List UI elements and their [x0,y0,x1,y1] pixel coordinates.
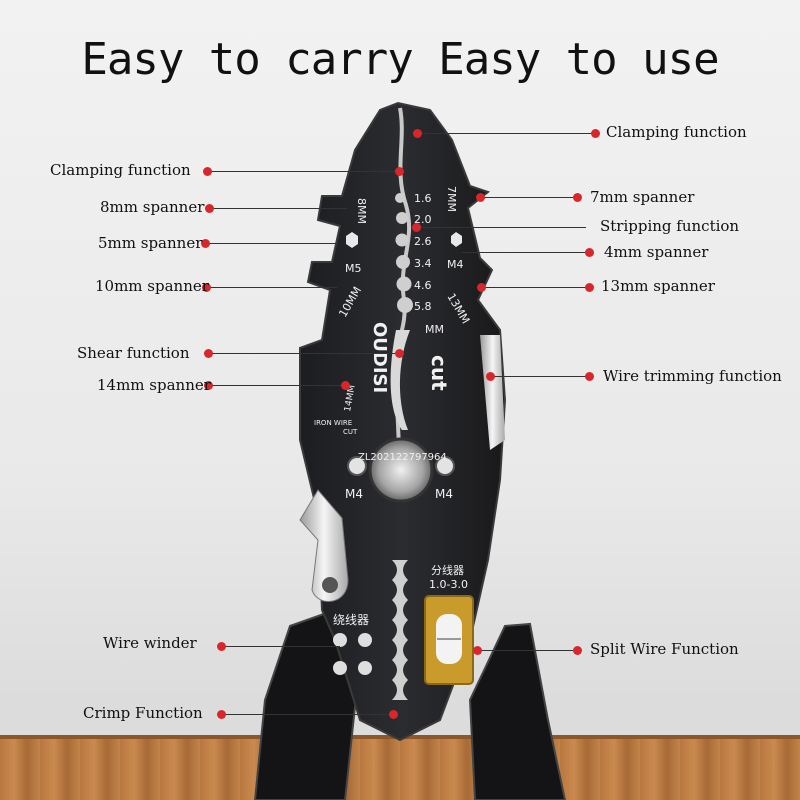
winder-cn-mark: 绕线器 [333,613,369,627]
right-handle [468,622,567,800]
stripping-holes [395,193,413,313]
callout-line [212,353,400,354]
callout-dot [201,239,210,248]
callout-dot [413,129,422,138]
callout-dot [217,642,226,651]
callout-dot [389,710,398,719]
label-4mm-spanner: 4mm spanner [604,243,709,261]
gauge-label: 4.6 [414,279,432,292]
label-clamping-left: Clamping function [50,161,191,179]
gauge-label: 5.8 [414,300,432,313]
size-14mm: 14MM [343,384,358,412]
callout-dot [205,204,214,213]
callout-dot [486,372,495,381]
wire-trimming-blade [480,335,505,450]
callout-line [478,650,578,651]
size-7mm: 7MM [445,186,458,212]
m4-label-left: M4 [345,487,363,501]
callout-line [418,133,598,134]
m5-label: M5 [345,262,362,275]
callout-line [208,243,338,244]
page-title: Easy to carry Easy to use [81,34,719,85]
callout-dot [585,283,594,292]
callout-line [210,171,400,172]
label-14mm-spanner: 14mm spanner [97,376,211,394]
serial-mark: ZL202122797964 [358,452,447,463]
callout-line [222,714,394,715]
callout-dot [412,223,421,232]
pivot-bolt [368,437,434,503]
callout-dot [341,381,350,390]
callout-dot [477,283,486,292]
callout-dot [204,381,213,390]
label-wire-winder: Wire winder [103,634,197,652]
callout-line [212,208,347,209]
callout-line [490,376,590,377]
callout-dot [585,248,594,257]
label-8mm-spanner: 8mm spanner [100,198,205,216]
mm-label: MM [425,323,444,336]
callout-line [222,646,340,647]
label-shear: Shear function [77,344,190,362]
callout-dot [204,349,213,358]
callout-line [462,252,590,253]
label-stripping: Stripping function [600,217,740,235]
brand-mark: OUDISI [369,322,390,393]
callout-dot [585,372,594,381]
m4-label-right: M4 [435,487,453,501]
m4-hole-left [347,456,367,476]
gauge-label: 2.0 [414,213,432,226]
label-5mm-spanner: 5mm spanner [98,234,203,252]
label-wire-trimming: Wire trimming function [603,367,782,385]
label-crimp: Crimp Function [83,704,203,722]
gauge-label: 3.4 [414,257,432,270]
split-cn-mark: 分线器 [431,563,464,577]
callout-line [418,227,586,228]
cut-mark: cut [427,355,451,391]
callout-line [210,385,346,386]
label-10mm-spanner: 10mm spanner [95,277,209,295]
callout-dot [217,710,226,719]
callout-dot [476,193,485,202]
lock-latch [299,489,349,602]
label-split-wire: Split Wire Function [590,640,739,658]
callout-dot [203,167,212,176]
callout-dot [591,129,600,138]
iron-cut-mark: CUT [343,428,358,436]
callout-line [482,287,590,288]
callout-line [209,287,337,288]
m4-label-top: M4 [447,258,464,271]
callout-dot [573,193,582,202]
callout-dot [473,646,482,655]
wire-winder-holes [333,633,372,675]
hex-5mm [346,232,358,248]
size-8mm: 8MM [355,198,368,224]
callout-dot [202,283,211,292]
split-range-mark: 1.0-3.0 [429,578,468,591]
callout-dot [573,646,582,655]
m4-hole-right [435,456,455,476]
callout-dot [395,349,404,358]
label-clamping-right: Clamping function [606,123,747,141]
gauge-label: 2.6 [414,235,432,248]
gauge-label: 1.6 [414,192,432,205]
crimp-teeth [392,560,408,700]
label-13mm-spanner: 13mm spanner [601,277,715,295]
callout-line [480,197,580,198]
hex-4mm [451,232,462,247]
label-7mm-spanner: 7mm spanner [590,188,695,206]
iron-wire-mark: IRON WIRE [314,419,352,427]
callout-dot [395,167,404,176]
